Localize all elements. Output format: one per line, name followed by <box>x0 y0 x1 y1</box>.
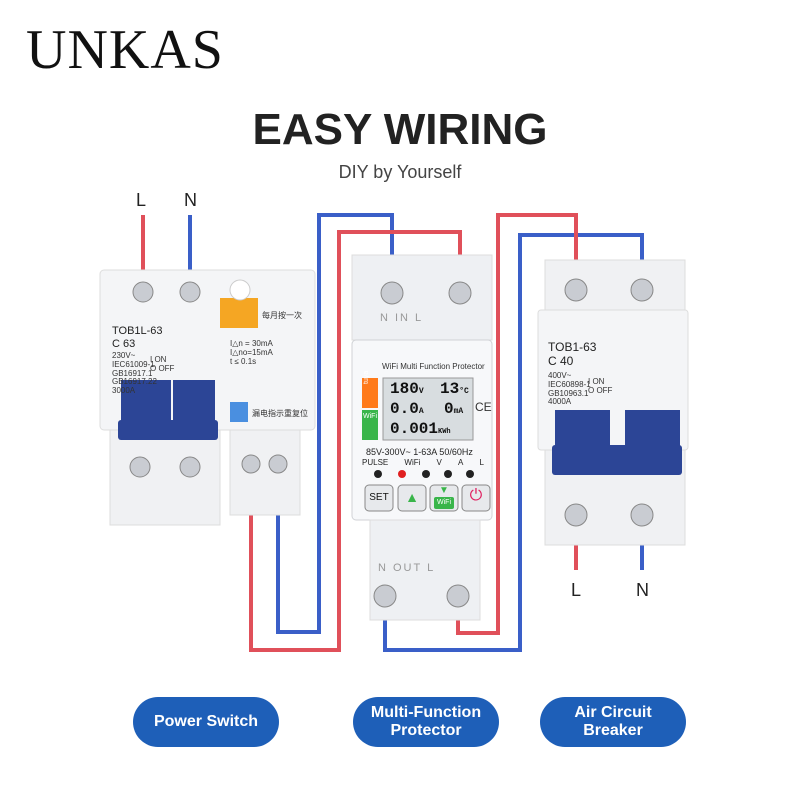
brand-logo: UNKAS <box>26 19 224 81</box>
set-button[interactable]: SET <box>369 492 389 503</box>
right-breaker <box>537 259 689 546</box>
left-breaker <box>99 269 316 526</box>
label-neutral-input: N <box>184 190 197 210</box>
down-wifi-button[interactable]: ▼ WiFi <box>430 485 458 509</box>
left-breaker-rating: C 63 <box>112 338 136 350</box>
protector-output-terminals: N OUT L <box>378 562 436 574</box>
protector-pill: Multi-Function Protector <box>353 697 499 747</box>
down-arrow-icon: ▼ <box>439 485 449 496</box>
wifi-tag: WiFi <box>363 413 377 420</box>
power-icon[interactable]: ⏻ <box>469 487 483 504</box>
protector-spec: 85V-300V~ 1-63A 50/60Hz <box>366 447 473 457</box>
right-breaker-onoff: I ON O OFF <box>588 377 613 395</box>
power-switch-pill: Power Switch <box>133 697 279 747</box>
ce-mark: CE <box>475 400 492 414</box>
right-breaker-rating: C 40 <box>548 354 574 368</box>
wire-neutral-breaker-to-protector <box>276 213 394 634</box>
left-breaker-onoff: I ON O OFF <box>150 355 175 373</box>
lcd-voltage: 180V <box>390 380 424 398</box>
right-breaker-specs: 400V~ IEC60898-1 GB10963.1 4000A <box>548 371 591 407</box>
tuya-logo: tuya <box>363 370 370 384</box>
label-neutral-output: N <box>636 580 649 600</box>
indicator-l-label: L <box>479 458 484 467</box>
wire-neutral-protector-to-breaker <box>383 233 644 652</box>
indicator-labels: PULSE WiFi V A L <box>362 458 484 467</box>
wire-live-breaker-to-protector <box>249 230 462 652</box>
label-live-input: L <box>136 190 147 210</box>
lcd-leakage: 0mA <box>444 400 464 418</box>
protector-input-terminals: N IN L <box>380 312 424 324</box>
indicator-pulse-label: PULSE <box>362 458 389 467</box>
lcd-current: 0.0A <box>390 400 424 418</box>
lcd-energy: 0.001KWh <box>390 420 451 438</box>
lcd-temperature: 13°C <box>440 380 469 398</box>
indicator-wifi-label: WiFi <box>404 458 421 467</box>
page-subtitle: DIY by Yourself <box>338 162 462 182</box>
label-live-output: L <box>571 580 582 600</box>
page-title: EASY WIRING <box>252 105 548 154</box>
right-breaker-model: TOB1-63 <box>548 340 597 354</box>
wire-live-protector-to-breaker <box>456 213 578 635</box>
protector-name: WiFi Multi Function Protector <box>382 362 485 371</box>
left-breaker-leak-specs: I△n = 30mA I△no=15mA t ≤ 0.1s <box>230 339 273 366</box>
left-breaker-specs: 230V~ IEC61009-1 GB16917.1 GB16917.22 30… <box>112 351 157 396</box>
left-breaker-reset-note: 漏电指示重复位 <box>252 409 308 418</box>
wifi-sub-label: WiFi <box>434 497 454 509</box>
left-breaker-test-note: 每月按一次 <box>262 311 302 320</box>
air-breaker-pill: Air Circuit Breaker <box>540 697 686 747</box>
up-button[interactable]: ▲ <box>405 489 419 505</box>
indicator-v-label: V <box>436 458 442 467</box>
protector-device <box>351 254 493 621</box>
indicator-a-label: A <box>458 458 464 467</box>
left-breaker-model: TOB1L-63 <box>112 325 163 337</box>
